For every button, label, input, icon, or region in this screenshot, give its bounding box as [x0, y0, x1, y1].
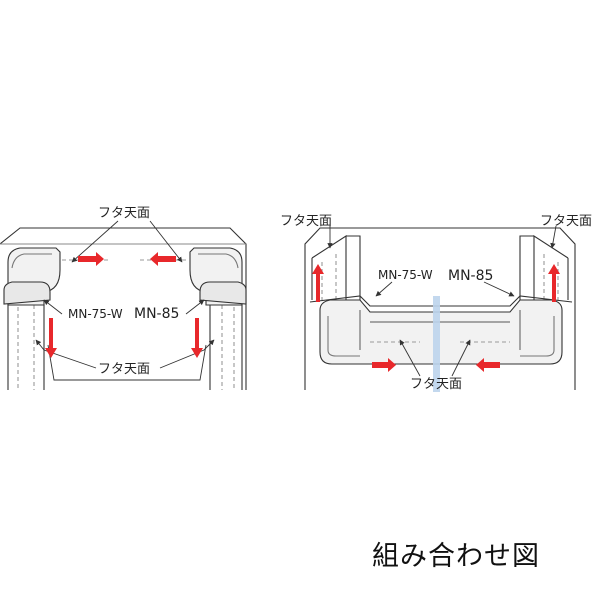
label-mn-85-right: MN-85	[448, 268, 493, 284]
label-top-lid: フタ天面	[98, 206, 150, 221]
left-vertical-duct	[7, 290, 45, 390]
red-arrow-up	[312, 264, 324, 302]
right-riser-duct	[519, 234, 569, 300]
horizontal-tray	[319, 299, 563, 365]
red-arrow-down	[191, 318, 203, 358]
red-arrow-right	[78, 252, 104, 266]
joint-marker	[433, 296, 440, 392]
right-wall-outline	[304, 227, 576, 390]
label-bottom-lid-right: フタ天面	[410, 377, 462, 392]
label-mn-85: MN-85	[134, 306, 179, 322]
left-riser-duct	[311, 234, 361, 300]
label-mn-75-w-right: MN-75-W	[378, 268, 433, 282]
diagram-caption: 組み合わせ図	[372, 541, 540, 572]
red-arrow-left	[476, 358, 500, 372]
left-red-arrows	[45, 252, 203, 358]
red-arrow-left	[150, 252, 176, 266]
red-arrow-up	[548, 264, 560, 302]
right-assembly	[304, 227, 576, 390]
red-arrow-right	[372, 358, 396, 372]
label-top-lid-left: フタ天面	[280, 214, 332, 229]
left-assembly	[0, 227, 247, 390]
red-arrow-down	[45, 318, 57, 358]
label-top-lid-right: フタ天面	[540, 214, 592, 229]
right-vertical-duct	[209, 290, 243, 390]
label-mn-75-w: MN-75-W	[68, 307, 123, 321]
label-bottom-lid: フタ天面	[98, 362, 150, 377]
right-red-arrows	[312, 264, 560, 372]
